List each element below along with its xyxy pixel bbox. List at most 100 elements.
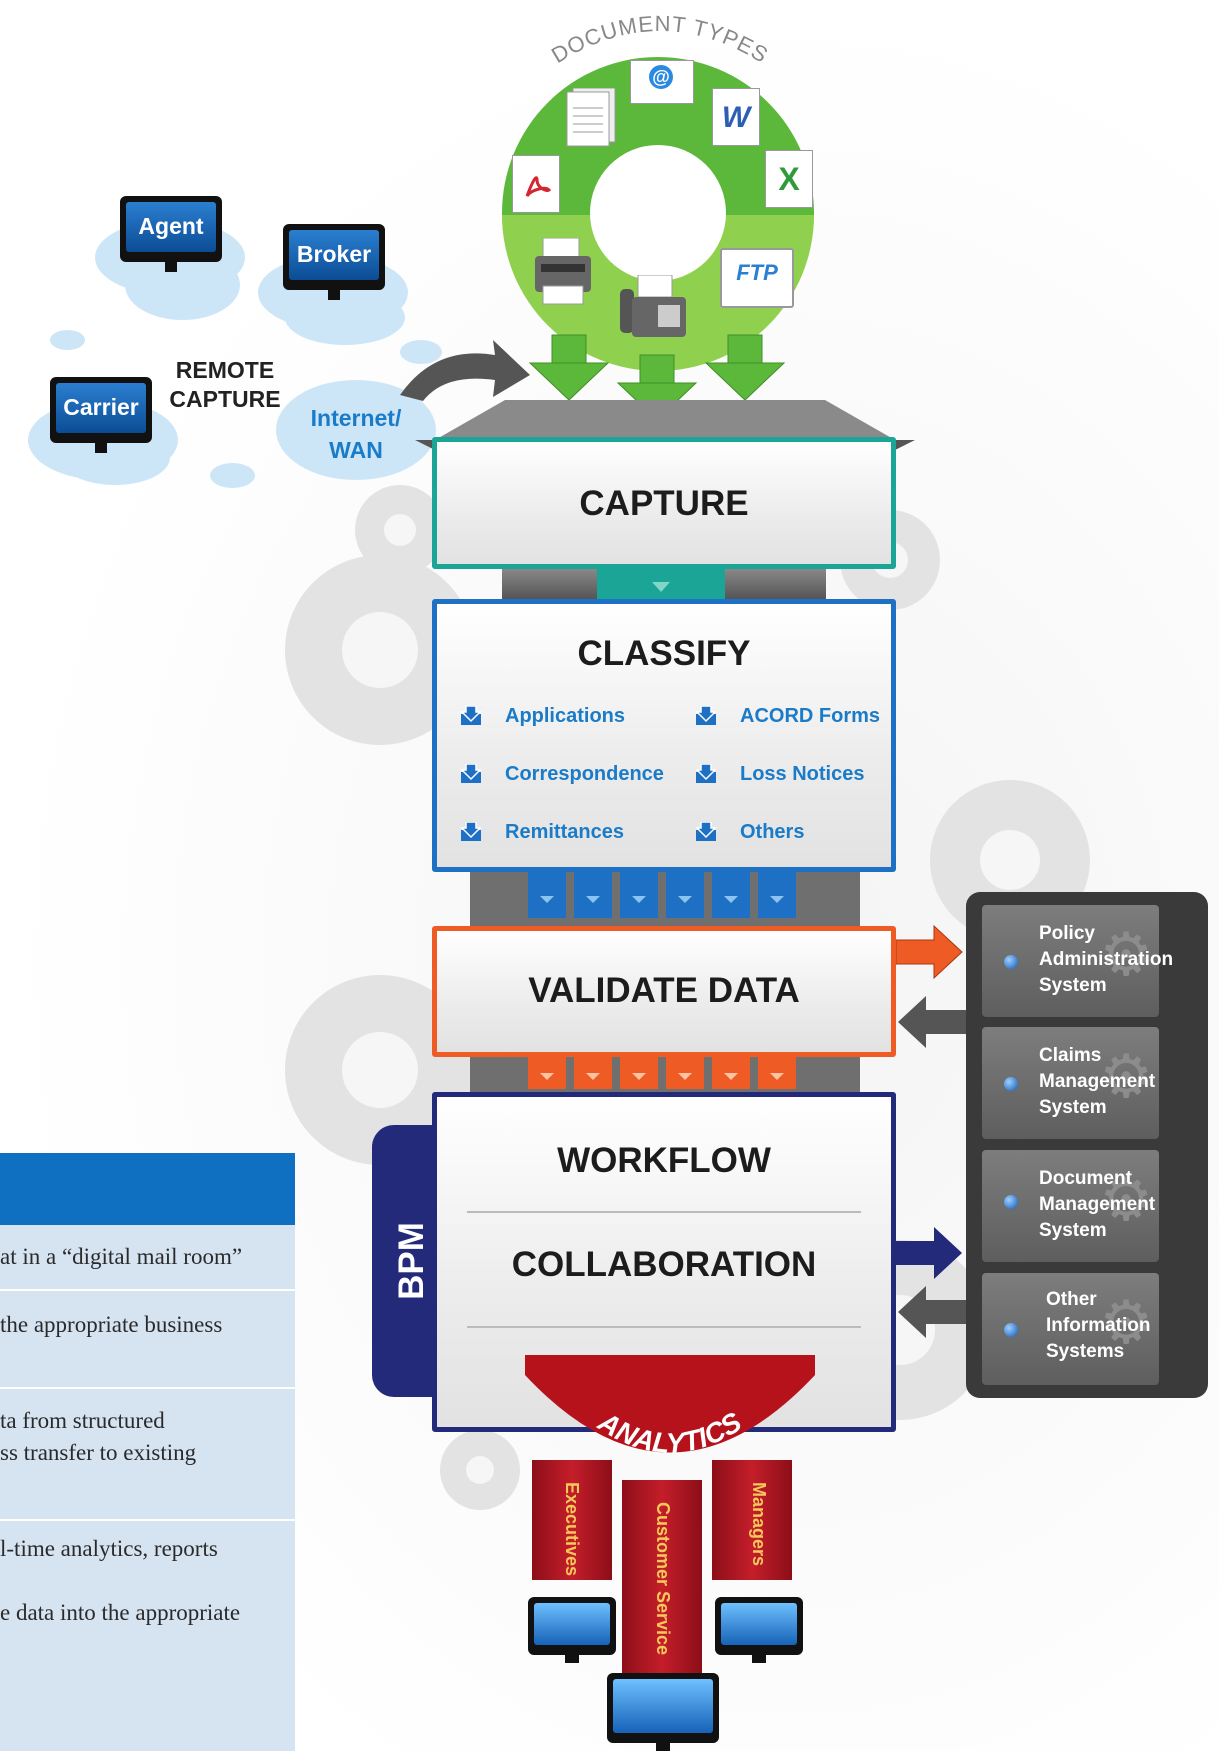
system-document-management: ⚙ Document Management System [982,1150,1159,1262]
panel-row-2-line-1: the appropriate business [0,1312,223,1337]
broker-monitor: Broker [283,224,385,290]
panel-row-1: at in a “digital mail room” [0,1225,295,1291]
panel-row-2: the appropriate business [0,1291,295,1389]
agent-label: Agent [126,202,216,252]
system-3-line-2: Management [1039,1194,1156,1215]
ribbon-managers [712,1460,792,1580]
carrier-monitor-stand [95,443,107,453]
remote-capture-line-1: REMOTE [175,357,275,383]
classify-stage: CLASSIFY [432,599,896,872]
system-1-line-3: System [1039,975,1107,996]
panel-row-3: ta from structured ss transfer to existi… [0,1389,295,1521]
panel-row-3-line-1: ta from structured [0,1408,165,1433]
panel-row-4-line-2 [0,1565,295,1597]
customer-service-monitor-stand [656,1743,670,1751]
panel-row-4-line-1: l-time analytics, reports [0,1536,218,1561]
cloud-broker-lower [285,290,405,345]
panel-row-4-line-3: e data into the appropriate [0,1600,241,1625]
description-panel: at in a “digital mail room” the appropri… [0,1225,295,1751]
validate-title: VALIDATE DATA [528,971,800,1010]
internet-line-2: WAN [329,437,383,463]
carrier-monitor: Carrier [50,377,152,443]
gear-icon: ⚙ [1099,1043,1153,1110]
status-dot [1004,1195,1018,1209]
internet-line-1: Internet/ [310,405,402,431]
analytics-arc: ANALYTICS [525,1355,815,1459]
customer-service-label: Customer Service [653,1502,673,1656]
agent-monitor-stand [165,262,177,272]
system-2-line-3: System [1039,1097,1107,1118]
cloud-small-3 [210,463,255,488]
ftp-label: FTP [736,260,778,285]
capture-title: CAPTURE [579,484,749,523]
managers-monitor [715,1597,803,1655]
broker-label: Broker [289,230,379,280]
system-claims-management: ⚙ Claims Management System [982,1027,1159,1139]
download-icon-1 [460,706,482,725]
printer-icon [535,238,591,305]
word-letter: W [721,101,751,134]
executives-monitor [528,1597,616,1655]
managers-label: Managers [749,1482,769,1567]
validate-workflow-connector [470,1057,860,1093]
validate-to-systems-arrow [896,924,963,980]
internet-wan-label: Internet/ WAN [296,402,416,466]
system-1-line-2: Administration [1039,949,1174,970]
remote-capture-line-2: CAPTURE [169,386,281,412]
system-2-line-1: Claims [1039,1045,1102,1066]
executives-label: Executives [562,1482,582,1577]
system-2-line-2: Management [1039,1071,1156,1092]
agent-monitor: Agent [120,196,222,262]
excel-letter: X [778,161,800,197]
at-symbol: @ [649,65,673,89]
status-dot [1004,1077,1018,1091]
classify-item-applications: Applications [505,705,626,727]
classify-validate-connector [470,872,860,926]
status-dot [1004,1323,1018,1337]
system-4-line-3: Systems [1046,1341,1125,1362]
system-3-line-3: System [1039,1220,1107,1241]
validate-stage: VALIDATE DATA [432,926,896,1057]
collaboration-title: COLLABORATION [511,1245,817,1284]
cloud-small-1 [50,330,85,350]
word-icon: W [712,88,760,146]
carrier-label: Carrier [56,383,146,433]
classify-item-others: Others [740,821,805,843]
capture-stage: CAPTURE [432,437,896,569]
panel-row-4: l-time analytics, reports e data into th… [0,1521,295,1751]
ribbon-executives [532,1460,612,1580]
system-4-line-2: Information [1046,1315,1151,1336]
fax-icon [620,275,686,337]
workflow-title: WORKFLOW [557,1141,771,1180]
ribbon-customer-service [622,1480,702,1690]
bpm-label: BPM [392,1222,431,1300]
remote-capture-label: REMOTE CAPTURE [160,356,290,414]
documents-icon [566,88,616,147]
classify-item-acord-forms: ACORD Forms [740,705,881,727]
system-1-line-1: Policy [1039,923,1095,944]
cloud-small-2 [400,340,442,364]
classify-item-loss-notices: Loss Notices [740,763,865,785]
systems-to-validate-arrow [898,996,986,1048]
broker-monitor-stand [328,290,340,300]
ftp-icon: FTP [720,248,794,308]
system-policy-administration: ⚙ Policy Administration System [982,905,1173,1017]
pdf-icon [512,155,560,213]
system-4-line-1: Other [1046,1289,1097,1310]
status-dot [1004,955,1018,969]
download-icon-3 [460,764,482,783]
system-3-line-1: Document [1039,1168,1132,1189]
panel-row-3-line-2: ss transfer to existing [0,1440,197,1465]
panel-row-1-line-1: at in a “digital mail room” [0,1244,243,1269]
excel-icon: X [765,150,813,208]
download-icon-5 [460,822,482,841]
customer-service-monitor [607,1673,719,1743]
system-other-information: ⚙ Other Information Systems [982,1273,1159,1385]
panel-header [0,1153,295,1225]
download-icon-6 [695,822,717,841]
executives-monitor-stand [565,1655,579,1663]
managers-monitor-stand [752,1655,766,1663]
download-icon-4 [695,764,717,783]
workflow-to-systems-arrow [896,1227,962,1279]
gear-icon: ⚙ [1099,1289,1153,1356]
